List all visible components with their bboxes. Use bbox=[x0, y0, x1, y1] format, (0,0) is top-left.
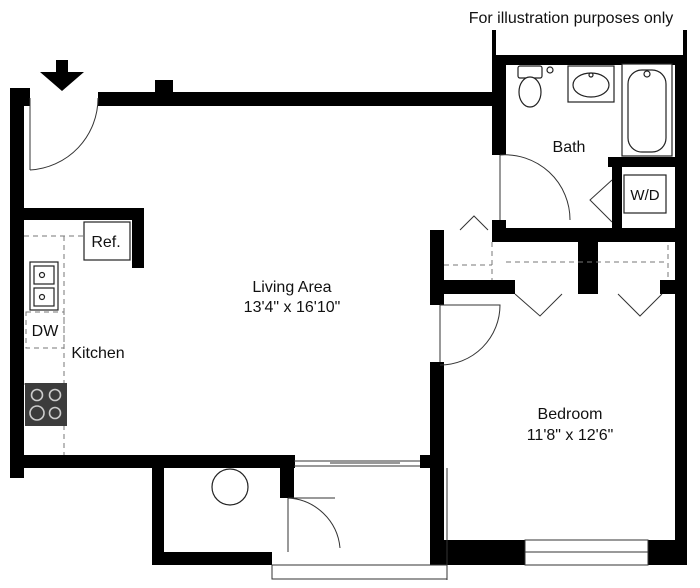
refrigerator-label: Ref. bbox=[91, 234, 120, 251]
bath-sink bbox=[567, 65, 615, 103]
dishwasher-label: DW bbox=[32, 323, 60, 340]
refrigerator: Ref. bbox=[83, 221, 131, 261]
entry-arrow-icon bbox=[40, 60, 84, 91]
doors bbox=[29, 97, 663, 552]
living-area-name: Living Area bbox=[252, 279, 331, 296]
kitchen-sink bbox=[29, 261, 59, 311]
walls bbox=[10, 55, 687, 565]
balcony bbox=[211, 468, 448, 580]
bedroom-name: Bedroom bbox=[538, 406, 603, 423]
windows bbox=[271, 460, 649, 580]
toilet bbox=[517, 65, 554, 108]
stove bbox=[25, 383, 67, 426]
closet-shelves bbox=[444, 242, 669, 280]
water-heater bbox=[211, 468, 249, 506]
kitchen-name: Kitchen bbox=[71, 345, 124, 362]
dishwasher: DW bbox=[25, 311, 65, 349]
disclaimer-bracket bbox=[492, 30, 687, 60]
washer-dryer-label: W/D bbox=[630, 187, 659, 204]
living-area-dims: 13'4" x 16'10" bbox=[244, 299, 341, 316]
washer-dryer: W/D bbox=[623, 174, 667, 214]
bedroom-dims: 11'8" x 12'6" bbox=[527, 427, 614, 444]
bath-name: Bath bbox=[553, 139, 586, 156]
bathtub bbox=[621, 63, 673, 157]
disclaimer-text: For illustration purposes only bbox=[469, 10, 674, 27]
